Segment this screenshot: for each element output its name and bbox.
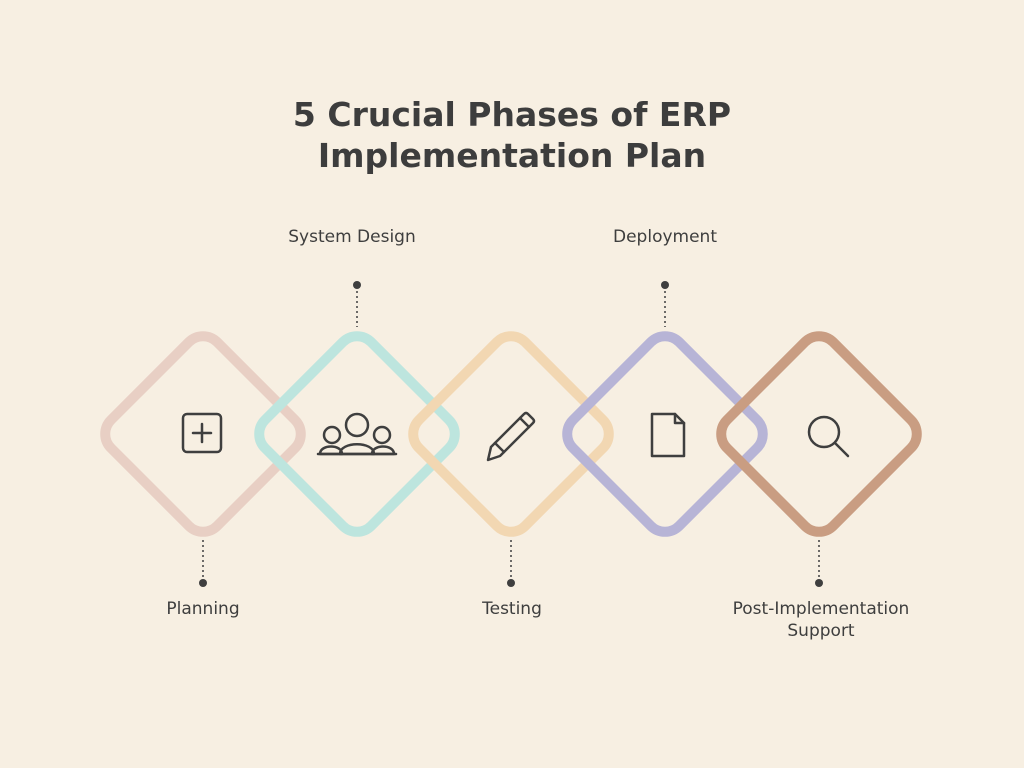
phase-3-label-line-1: Testing (482, 599, 542, 619)
phase-1-connector-dot (199, 579, 207, 587)
phase-4-connector-dot (661, 281, 669, 289)
page-title: 5 Crucial Phases of ERP Implementation P… (0, 94, 1024, 176)
phase-5-label-line-2: Support (787, 621, 855, 641)
phase-2-label-line-1: System Design (288, 227, 416, 247)
phase-1-label: Planning (93, 598, 313, 620)
title-line-1: 5 Crucial Phases of ERP (292, 95, 732, 134)
phase-5-connector-dot (815, 579, 823, 587)
pencil-icon (486, 411, 536, 462)
plus-square-icon (181, 412, 223, 454)
phase-3-diamond (408, 331, 614, 537)
phase-4-diamond (562, 331, 768, 537)
phase-4-label: Deployment (555, 226, 775, 248)
group-icon (316, 412, 398, 456)
phase-2-diamond (254, 331, 460, 537)
phase-3-label: Testing (402, 598, 622, 620)
search-icon (807, 415, 850, 458)
phase-4-label-line-1: Deployment (613, 227, 717, 247)
phase-connectors (199, 281, 823, 587)
phase-1-diamond (100, 331, 306, 537)
title-line-2: Implementation Plan (317, 136, 707, 175)
phase-icons (181, 411, 850, 462)
phase-5-label: Post-Implementation Support (711, 598, 931, 642)
phase-3-connector-dot (507, 579, 515, 587)
phase-5-diamond (716, 331, 922, 537)
phase-5-label-line-1: Post-Implementation (732, 599, 910, 619)
diamond-frames (100, 331, 922, 537)
phase-1-label-line-1: Planning (166, 599, 240, 619)
document-icon (650, 412, 686, 458)
phase-2-label: System Design (242, 226, 462, 248)
phase-2-connector-dot (353, 281, 361, 289)
